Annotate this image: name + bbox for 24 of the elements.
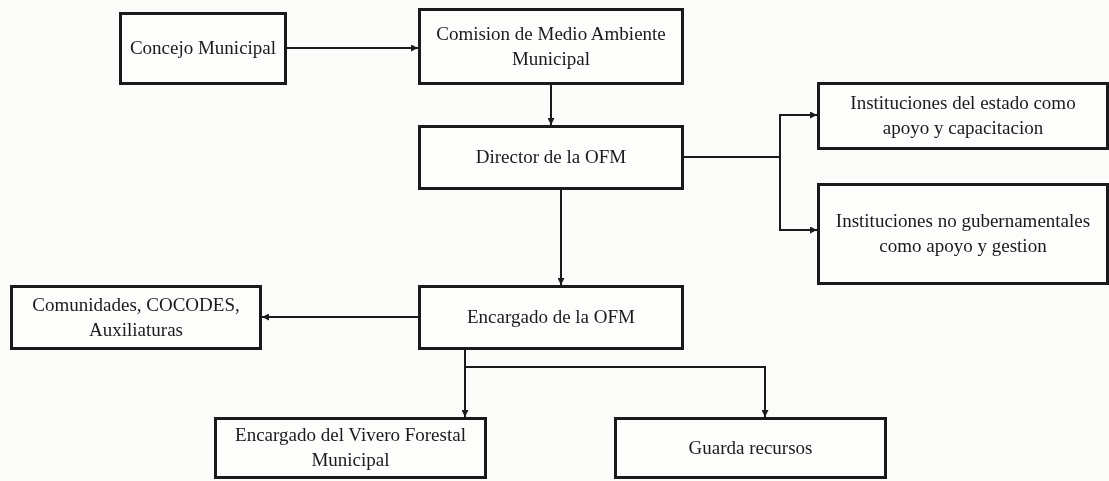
arrow — [464, 349, 769, 418]
org-box — [817, 82, 1109, 150]
org-box — [614, 417, 887, 479]
arrow — [547, 84, 555, 126]
box-label: Concejo Municipal — [129, 36, 277, 61]
arrow — [683, 156, 818, 234]
org-box — [119, 12, 287, 85]
box-label: Comision de Medio Ambiente Municipal — [435, 21, 667, 71]
org-box — [214, 417, 487, 479]
box-label: Comunidades, COCODES, Auxiliaturas — [31, 292, 241, 342]
box-label: Director de la OFM — [475, 145, 627, 170]
box-label: Encargado de la OFM — [467, 305, 635, 330]
org-box — [418, 285, 684, 350]
arrow — [557, 189, 565, 286]
org-box — [817, 183, 1109, 285]
org-box — [418, 8, 684, 85]
box-label: Instituciones no gubernamentales como apoyo y gestion — [834, 209, 1092, 258]
box-label: Encargado del Vivero Forestal Municipal — [234, 423, 467, 472]
arrow — [261, 313, 419, 321]
org-box — [10, 285, 262, 350]
box-label: Guarda recursos — [688, 435, 813, 460]
arrow — [286, 44, 419, 52]
box-label: Instituciones del estado como apoyo y capacitacion — [849, 91, 1077, 140]
org-box — [418, 125, 684, 190]
